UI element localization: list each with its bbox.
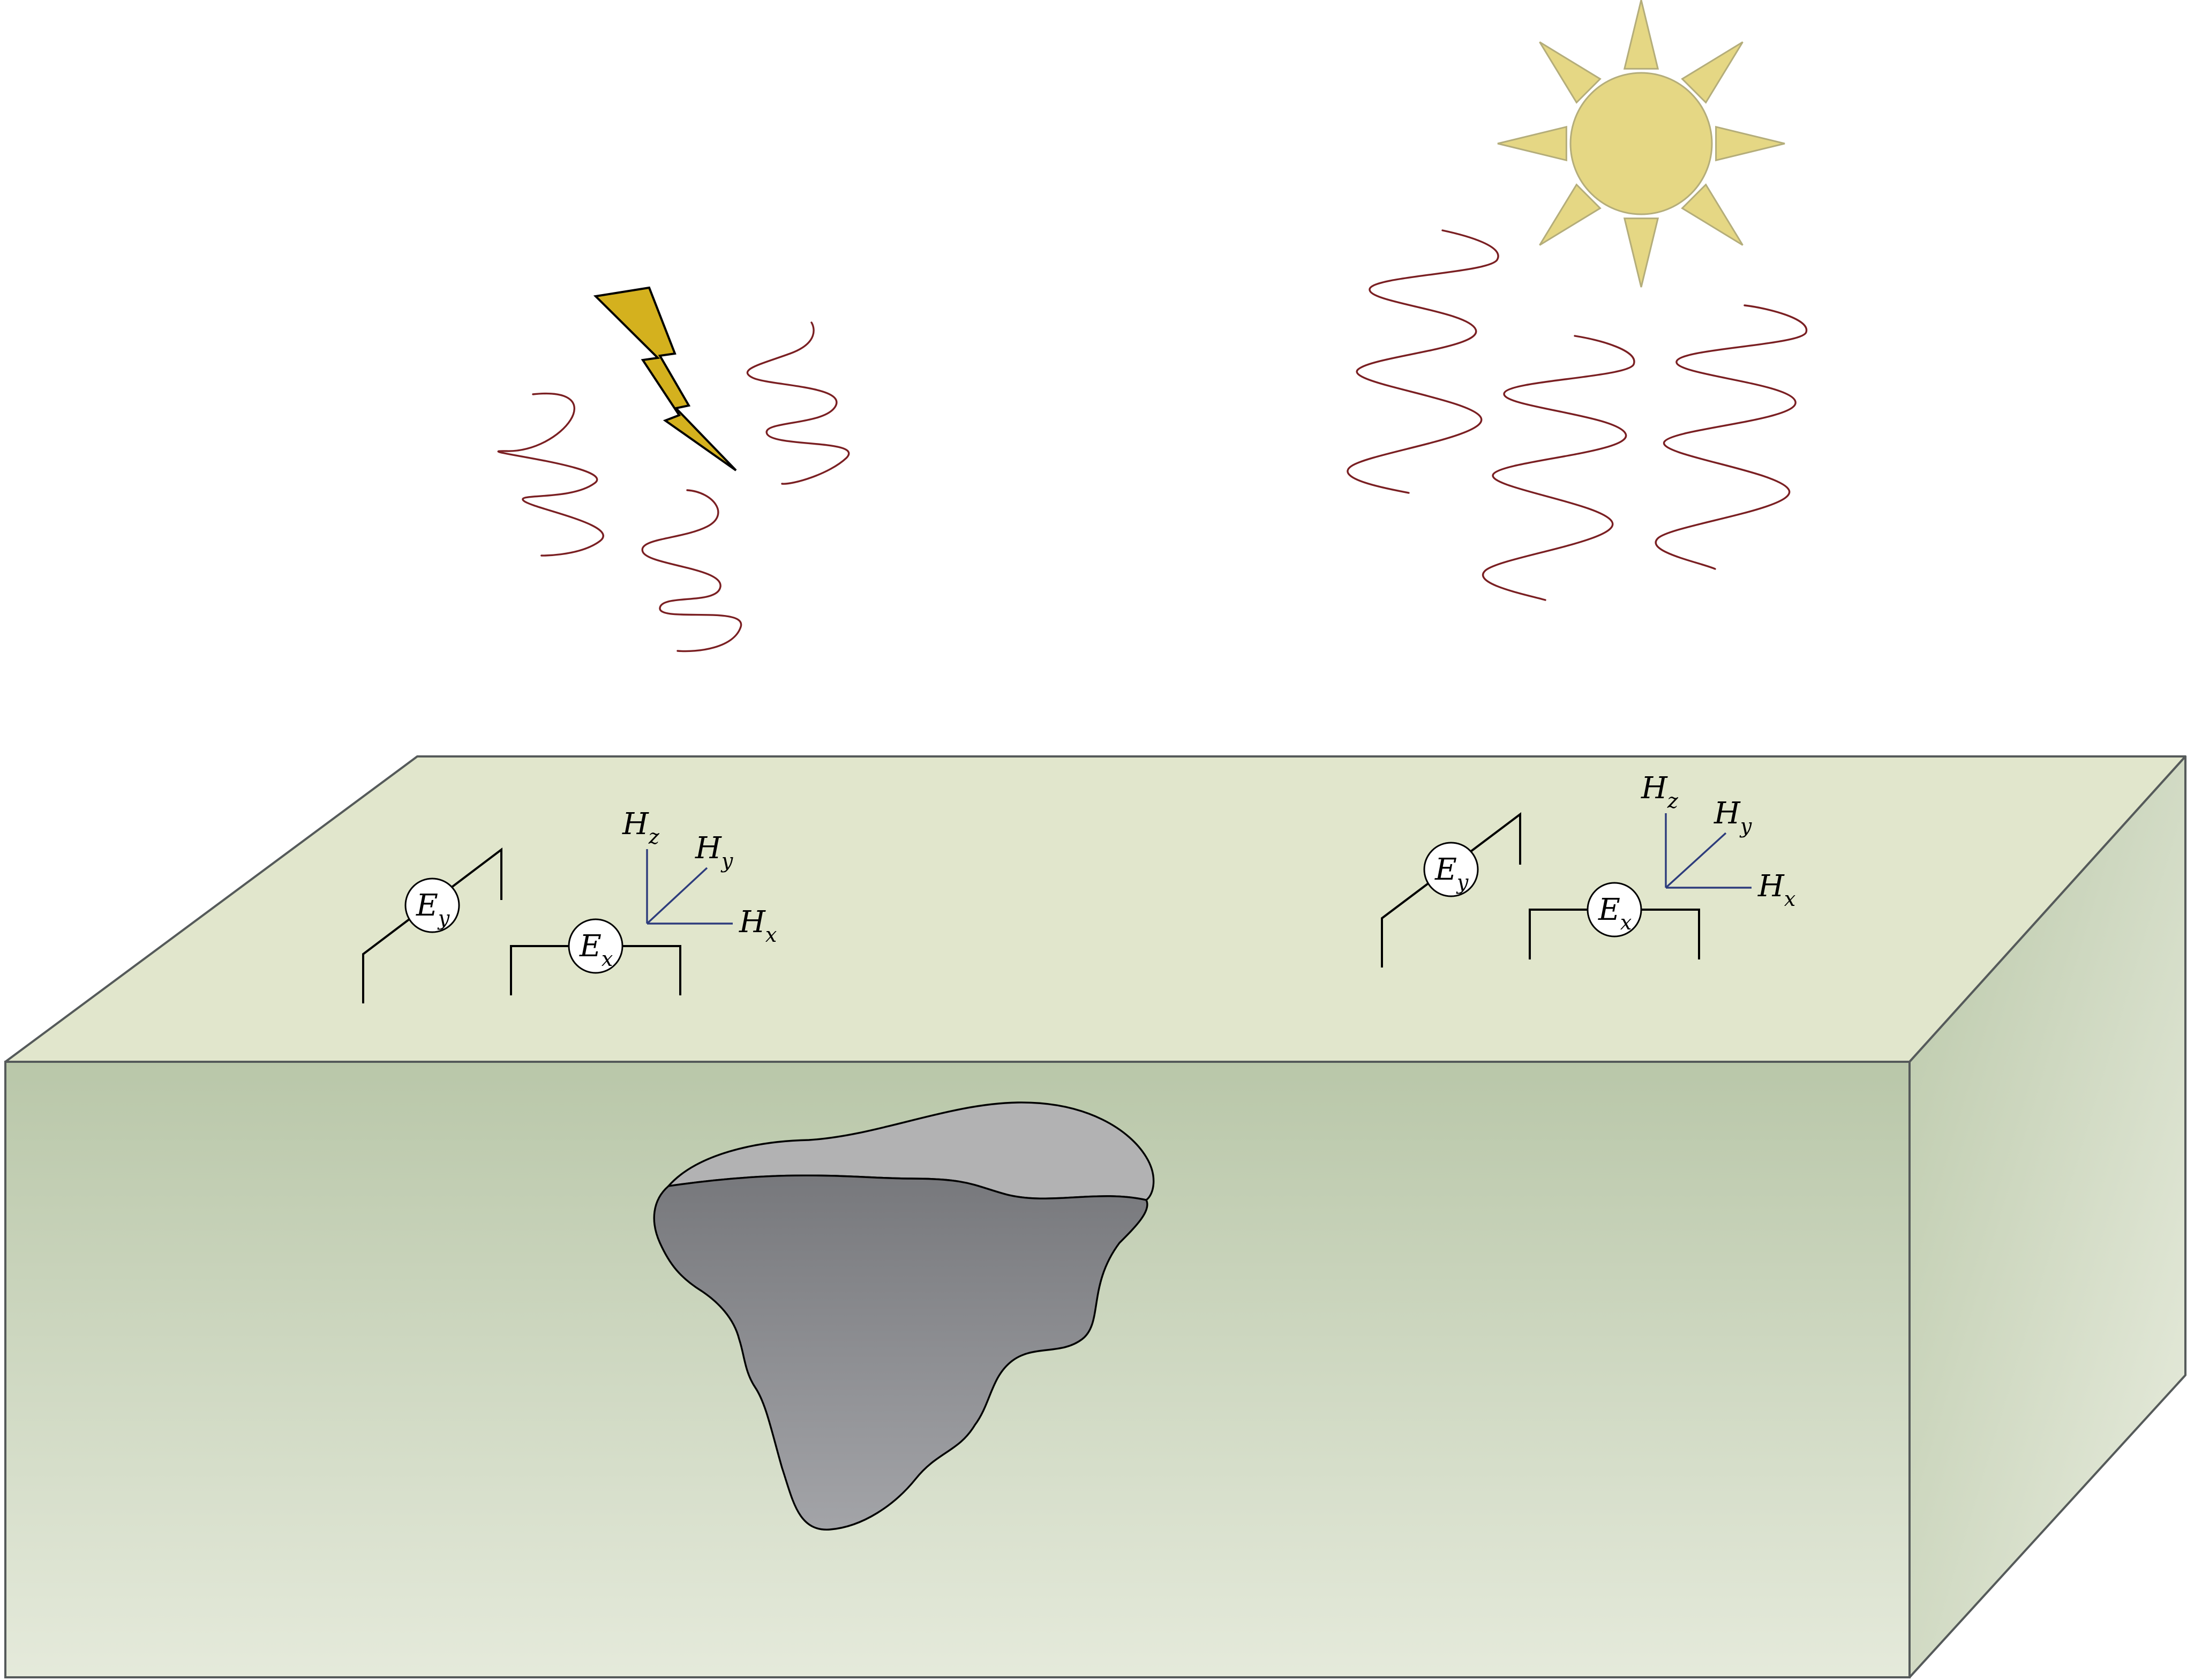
ex-dipole: Ex xyxy=(1529,882,1700,959)
sun-ray xyxy=(1623,218,1659,288)
ex-electrode-circle xyxy=(1587,882,1642,938)
ey-label: Ey xyxy=(1434,852,1469,894)
sun-ray xyxy=(1539,183,1602,246)
ey-dipole: Ey xyxy=(1381,812,1521,968)
lightning-bolt-icon xyxy=(593,286,737,471)
sun-ray xyxy=(1497,125,1567,162)
sun-ray xyxy=(1715,125,1785,162)
ey-electrode-circle xyxy=(404,878,460,933)
hx-label: Hx xyxy=(1757,869,1795,911)
sun-ray xyxy=(1681,183,1743,246)
hy-axis xyxy=(1665,832,1727,889)
body-front-surface xyxy=(653,1174,1148,1531)
measurement-site-2: Ey Ex Hz Hy Hx xyxy=(1381,771,1795,968)
hy-label: Hy xyxy=(695,831,733,873)
sun-ray xyxy=(1623,0,1659,70)
wave-sun-right xyxy=(1655,304,1808,570)
ey-electrode-circle xyxy=(1423,842,1479,897)
subsurface-conductive-body xyxy=(653,1101,1155,1531)
measurement-site-1: Ey Ex Hz Hy Hx xyxy=(362,807,777,1003)
hy-axis xyxy=(646,867,708,925)
electromagnetic-waves xyxy=(497,229,1808,652)
magnetometer-axes: Hz Hy Hx xyxy=(622,807,777,947)
ey-dipole: Ey xyxy=(362,847,502,1003)
wave-sun-left xyxy=(1347,229,1499,494)
earth-surface-top-face xyxy=(4,755,2186,1063)
wave-lightning-bottom xyxy=(641,489,742,652)
sun-rays xyxy=(1497,0,1785,288)
hy-label: Hy xyxy=(1713,796,1752,838)
wave-lightning-left xyxy=(497,392,604,557)
ey-label: Ey xyxy=(416,888,450,930)
hx-label: Hx xyxy=(739,905,777,947)
hz-label: Hz xyxy=(1641,771,1679,813)
sun-ray xyxy=(1681,41,1743,104)
sun-disc xyxy=(1569,72,1713,215)
sun-icon xyxy=(1497,0,1785,288)
ex-dipole: Ex xyxy=(510,918,681,995)
ex-label: Ex xyxy=(579,929,613,971)
wave-sun-middle xyxy=(1482,335,1635,601)
wave-lightning-right xyxy=(746,321,850,485)
magnetometer-axes: Hz Hy Hx xyxy=(1641,771,1795,911)
ex-label: Ex xyxy=(1598,892,1632,934)
hz-label: Hz xyxy=(622,807,660,849)
ex-electrode-circle xyxy=(568,918,623,974)
sun-ray xyxy=(1539,41,1602,104)
